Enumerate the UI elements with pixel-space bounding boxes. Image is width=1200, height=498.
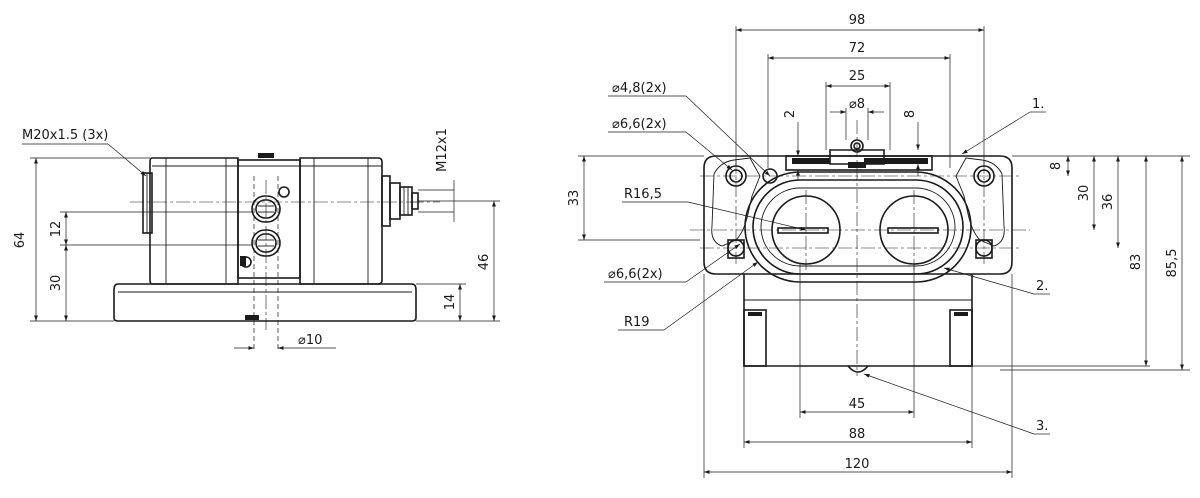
callout-2: 2. <box>1036 279 1048 294</box>
dim-label-diameter-10: ⌀10 <box>298 333 322 348</box>
dim-label-46: 46 <box>477 254 492 271</box>
side-housing-left <box>149 157 239 285</box>
cable-gland-left <box>142 172 153 234</box>
dim-label-88: 88 <box>849 427 866 442</box>
dim-label-36: 36 <box>1101 194 1116 211</box>
side-base-plate <box>113 283 417 322</box>
m12-connector <box>381 175 419 227</box>
dim-label-98: 98 <box>849 13 866 28</box>
thread-label: M20x1.5 (3x) <box>22 128 108 143</box>
side-view: 64 30 12 46 14 M12x1 M20x1.5 (3x) ⌀10 <box>13 128 500 350</box>
dim-label-64: 64 <box>13 232 28 249</box>
hole-label-6-6-top: ⌀6,6(2x) <box>612 117 667 132</box>
dim-label-30-side: 30 <box>49 275 64 292</box>
dim-label-33: 33 <box>567 190 582 207</box>
dim-label-14: 14 <box>443 294 458 311</box>
side-housing-right <box>299 157 383 285</box>
front-top-actuator <box>829 149 885 165</box>
dim-label-120: 120 <box>845 457 870 472</box>
side-actuator <box>240 186 290 268</box>
dim-label-30-front: 30 <box>1077 185 1092 202</box>
dim-label-diameter-8: ⌀8 <box>849 97 865 112</box>
dim-label-12: 12 <box>49 221 64 238</box>
callout-1: 1. <box>1032 97 1044 112</box>
front-window-outer <box>744 171 972 283</box>
front-lower-body <box>743 274 973 367</box>
dim-label-45: 45 <box>849 397 866 412</box>
front-flange <box>703 155 1013 275</box>
radius-label-19: R19 <box>624 315 650 330</box>
dim-label-83: 83 <box>1129 254 1144 271</box>
dim-label-8-top: 8 <box>903 110 918 118</box>
dim-label-25: 25 <box>849 69 866 84</box>
dim-label-8-right: 8 <box>1049 162 1064 170</box>
connector-thread-label: M12x1 <box>435 128 450 172</box>
callout-3: 3. <box>1036 419 1048 434</box>
side-center-block <box>237 159 301 279</box>
dim-label-2: 2 <box>783 110 798 118</box>
dim-label-85-5: 85,5 <box>1165 249 1180 278</box>
hole-label-4-8: ⌀4,8(2x) <box>612 81 667 96</box>
dim-label-72: 72 <box>849 41 866 56</box>
front-window-inner <box>752 179 964 275</box>
front-view: 98 72 25 ⌀8 2 8 33 8 30 36 <box>567 13 1190 478</box>
hole-label-6-6-bottom: ⌀6,6(2x) <box>608 267 663 282</box>
radius-label-16-5: R16,5 <box>624 187 662 202</box>
